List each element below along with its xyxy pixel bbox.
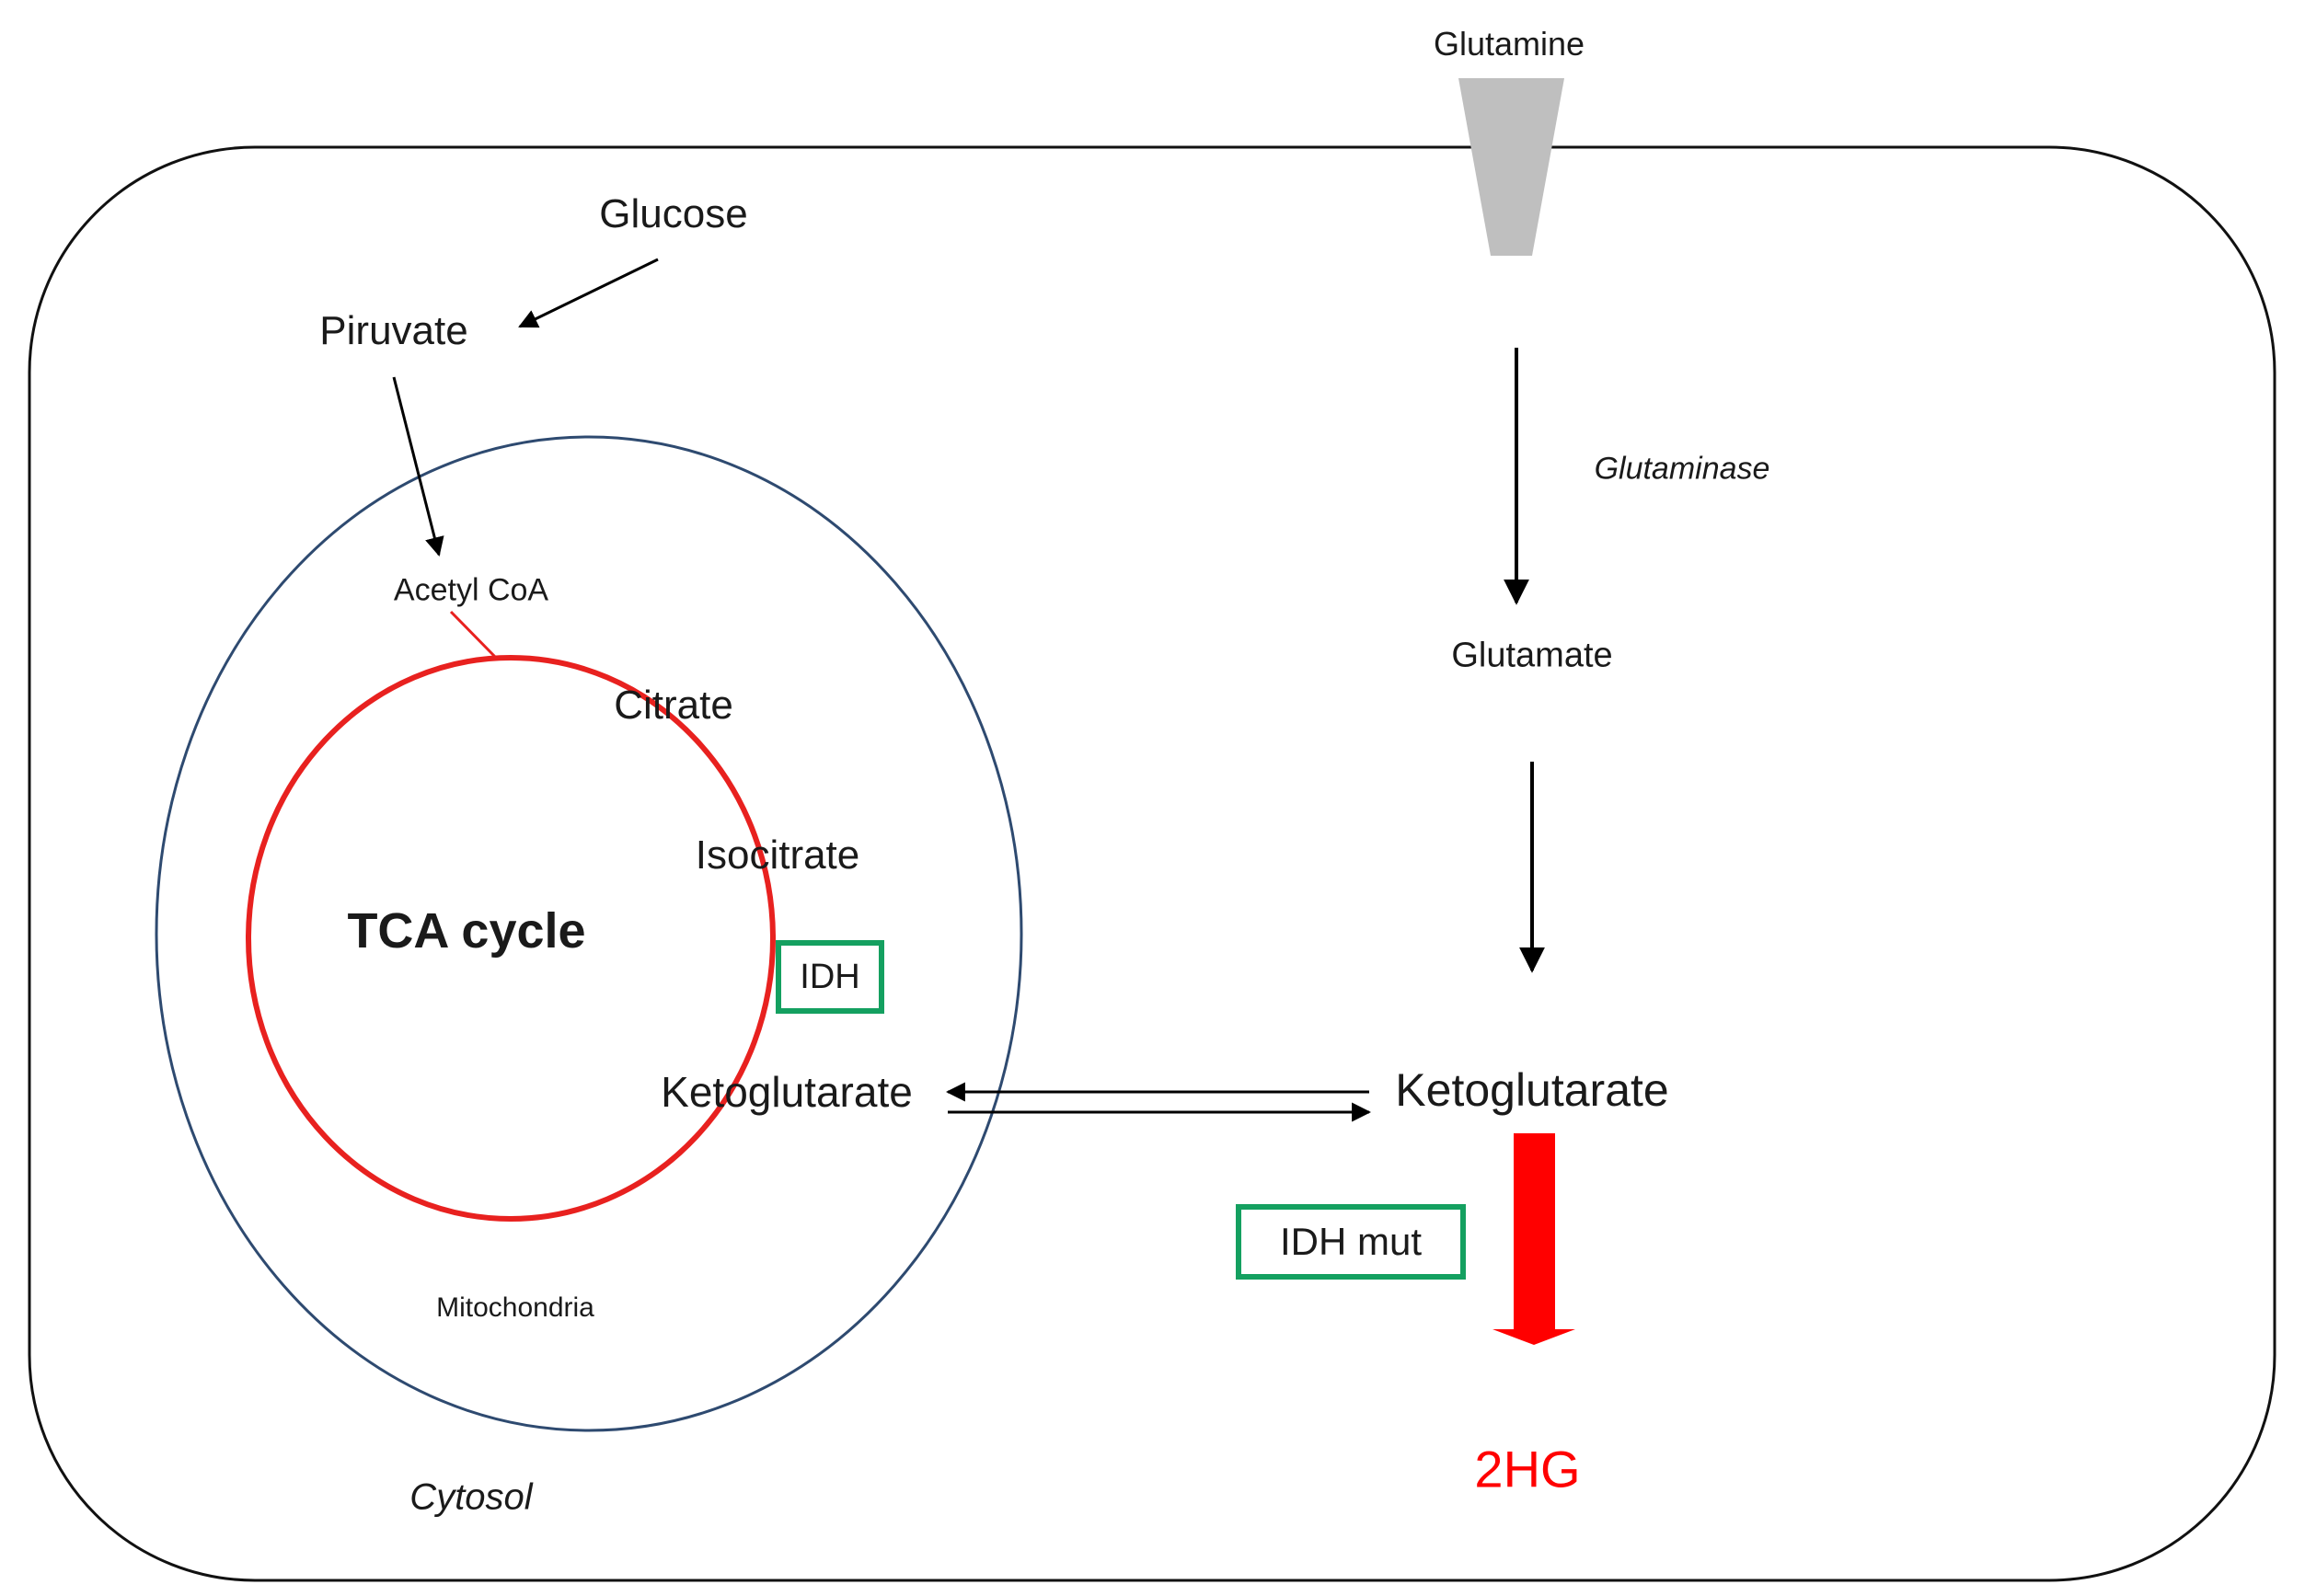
idh-mut-label: IDH mut — [1279, 1220, 1422, 1263]
tca-cycle-ring — [246, 655, 776, 1222]
idh-mut-arrow — [1492, 1133, 1575, 1345]
glutamine-label: Glutamine — [1433, 25, 1585, 63]
glutaminase-label: Glutaminase — [1594, 451, 1770, 487]
cytosol-label: Cytosol — [409, 1476, 533, 1518]
2hg-label: 2HG — [1474, 1440, 1581, 1498]
citrate-label: Citrate — [614, 683, 733, 728]
piruvate-label: Piruvate — [319, 308, 468, 353]
ketoglutarate-cyto-label: Ketoglutarate — [1395, 1064, 1669, 1116]
idh-label: IDH — [800, 957, 860, 996]
idh-mut-enzyme-box: IDH mut — [1236, 1204, 1466, 1280]
glutamine-transporter — [1458, 78, 1564, 256]
tca-cycle-label: TCA cycle — [347, 903, 586, 959]
ketoglutarate-mito-label: Ketoglutarate — [661, 1068, 913, 1116]
mitochondria-label: Mitochondria — [436, 1292, 594, 1323]
isocitrate-label: Isocitrate — [695, 832, 860, 878]
piruvate-to-acetylcoa-arrow — [392, 376, 444, 557]
glutamate-label: Glutamate — [1451, 636, 1613, 675]
idh-enzyme-box: IDH — [776, 940, 884, 1014]
glucose-label: Glucose — [599, 191, 748, 236]
acetyl-coa-label: Acetyl CoA — [393, 572, 549, 608]
mitochondria-outline — [155, 435, 1023, 1432]
acetyl-coa-connector — [449, 610, 499, 660]
cell-membrane — [28, 145, 2276, 1582]
glucose-to-piruvate-arrow — [518, 258, 659, 328]
